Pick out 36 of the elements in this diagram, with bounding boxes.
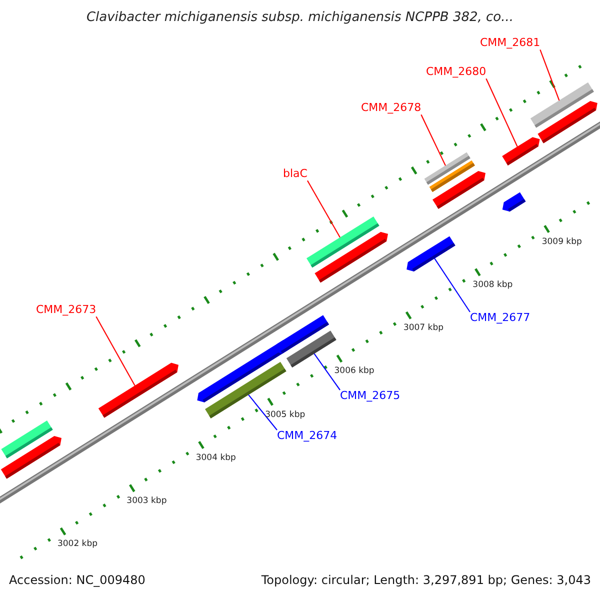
leader-line [96,316,136,386]
leader-line [420,114,446,166]
leader-line [434,258,470,312]
gene-feature [286,330,336,368]
scale-label: 3007 kbp [403,324,444,334]
accession-text: Accession: NC_009480 [9,574,146,588]
gene-label: CMM_2681 [480,37,540,50]
gene-label: CMM_2674 [277,430,338,443]
leader-line [307,180,340,238]
scale-label: 3004 kbp [196,454,236,464]
gene-feature [98,362,178,418]
gene-label: CMM_2675 [340,390,400,403]
gene-label: CMM_2680 [426,66,486,79]
genome-summary: Topology: circular; Length: 3,297,891 bp; Genes: 3,043 [261,574,591,588]
scale-label: 3008 kbp [472,280,513,291]
scale-label: 3003 kbp [126,497,167,507]
leader-line [248,394,278,430]
gene-feature [429,160,475,192]
leader-line [540,49,560,101]
gene-feature [0,436,62,479]
map-title: Clavibacter michiganensis subsp. michiganensis NCPPB 382, co... [85,11,515,26]
gene-label: blaC [283,168,308,181]
gene-feature [306,216,380,268]
gene-label: CMM_2678 [361,102,422,115]
scale-label: 3009 kbp [542,238,582,248]
gene-label: CMM_2673 [36,304,96,317]
leader-line [314,353,340,390]
scale-label: 3005 kbp [265,410,306,420]
gene-feature [502,192,526,212]
scale-label: 3006 kbp [334,367,374,378]
gene-feature [530,82,594,128]
gene-feature [502,137,540,166]
gene-label: CMM_2677 [470,312,530,325]
scale-label: 3002 kbp [57,540,98,550]
gene-feature [406,236,456,272]
leader-line [486,78,518,147]
